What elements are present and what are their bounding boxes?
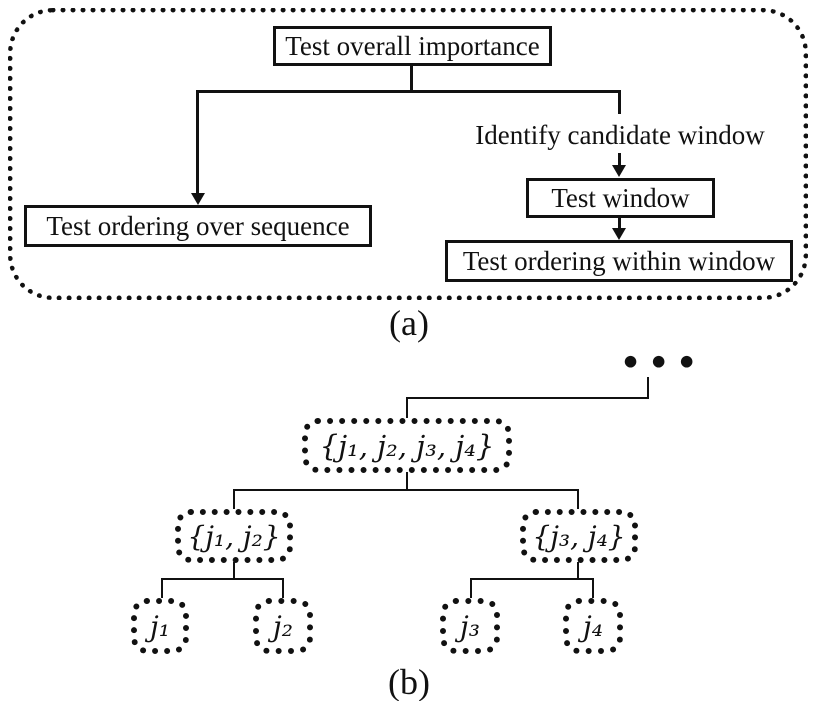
panel-a-caption: (a) — [389, 303, 429, 343]
tree-node-root: {j₁, j₂, j₃, j₄} — [302, 418, 512, 473]
tree-node-right-pair: {j₃, j₄} — [520, 509, 638, 563]
connector-right-branch-stub — [618, 90, 621, 114]
connector-leaf-j3-drop — [470, 578, 472, 598]
tree-leaf-j1: j₁ — [131, 598, 189, 654]
node-test-window: Test window — [526, 178, 715, 218]
node-test-overall-importance-label: Test overall importance — [285, 30, 540, 61]
connector-level2-bar — [233, 489, 579, 491]
connector-ellipsis-elbow — [406, 397, 649, 399]
tree-leaf-j4-label: j₄ — [583, 609, 603, 643]
connector-left-pair-drop — [233, 489, 235, 510]
ellipsis-dots: ••• — [620, 343, 705, 382]
connector-left-pair-down — [233, 562, 235, 580]
tree-leaf-j3-label: j₃ — [460, 609, 480, 643]
connector-right-pair-drop — [577, 489, 579, 510]
panel-a-dotted-frame — [8, 8, 808, 300]
tree-leaf-j2: j₂ — [253, 598, 313, 654]
arrowhead-down-icon — [612, 228, 626, 240]
connector-root-down — [406, 472, 408, 491]
connector-identify-to-window — [618, 153, 621, 168]
tree-node-root-label: {j₁, j₂, j₃, j₄} — [319, 428, 495, 463]
tree-leaf-j1-label: j₁ — [150, 609, 170, 643]
connector-leaf-j1-drop — [161, 578, 163, 598]
label-identify-candidate-window-text: Identify candidate window — [475, 119, 765, 150]
connector-split-bar — [196, 90, 621, 93]
node-test-ordering-over-sequence: Test ordering over sequence — [24, 205, 372, 247]
arrowhead-down-icon — [612, 165, 626, 177]
arrowhead-down-icon — [191, 193, 205, 205]
node-test-ordering-over-sequence-label: Test ordering over sequence — [46, 210, 350, 241]
connector-left-leaf-bar — [161, 578, 284, 580]
connector-right-leaf-bar — [470, 578, 594, 580]
connector-leaf-j2-drop — [282, 578, 284, 598]
node-test-overall-importance: Test overall importance — [273, 26, 552, 66]
tree-node-left-pair-label: {j₁, j₂} — [187, 519, 281, 553]
tree-leaf-j2-label: j₂ — [273, 609, 293, 643]
connector-root-drop — [410, 65, 413, 93]
label-identify-candidate-window: Identify candidate window — [460, 118, 780, 152]
node-test-ordering-within-window-label: Test ordering within window — [462, 245, 776, 276]
connector-to-root — [406, 397, 408, 419]
panel-b-caption: (b) — [388, 662, 430, 701]
connector-right-pair-down — [577, 562, 579, 580]
connector-ellipsis-drop — [647, 377, 649, 399]
tree-node-right-pair-label: {j₃, j₄} — [532, 519, 626, 553]
connector-left-branch — [196, 90, 199, 195]
tree-node-left-pair: {j₁, j₂} — [175, 509, 293, 563]
connector-window-to-within — [618, 218, 621, 231]
tree-leaf-j4: j₄ — [563, 598, 623, 654]
tree-leaf-j3: j₃ — [440, 598, 500, 654]
connector-leaf-j4-drop — [592, 578, 594, 598]
node-test-ordering-within-window: Test ordering within window — [445, 240, 793, 282]
node-test-window-label: Test window — [551, 182, 690, 213]
